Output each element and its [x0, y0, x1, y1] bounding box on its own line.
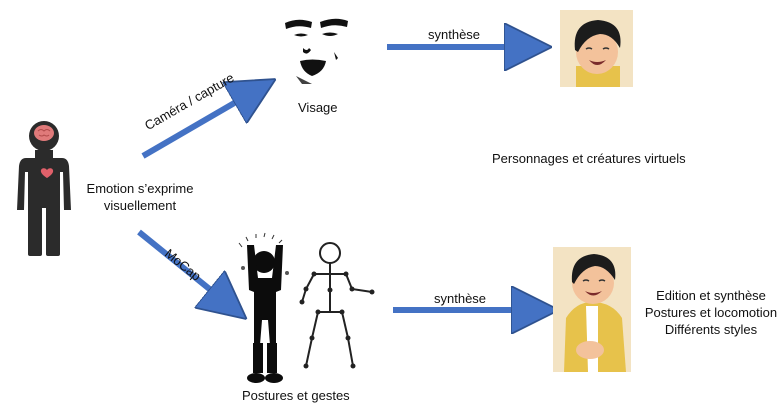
edition-block: Edition et synthèse Postures et locomoti… [644, 287, 778, 338]
personnages-label: Personnages et créatures virtuels [492, 151, 686, 166]
camera-arrow [141, 91, 255, 159]
visage-label: Visage [298, 100, 338, 115]
emotion-label-line2: visuellement [103, 198, 177, 213]
synthese-top-label: synthèse [428, 27, 481, 42]
locomotion-label: Postures et locomotion [644, 305, 778, 320]
emotion-label: Emotion s’exprime visuellement [80, 180, 200, 214]
styles-label: Différents styles [664, 322, 758, 337]
emotion-label-line1: Emotion s’exprime [86, 181, 194, 196]
synthese-bottom-label: synthèse [434, 291, 487, 306]
postures-gestes-label: Postures et gestes [242, 388, 350, 403]
edition-label: Edition et synthèse [656, 288, 766, 303]
brain-icon [34, 125, 54, 141]
heart-icon [40, 168, 54, 178]
mocap-arrow [137, 229, 228, 304]
